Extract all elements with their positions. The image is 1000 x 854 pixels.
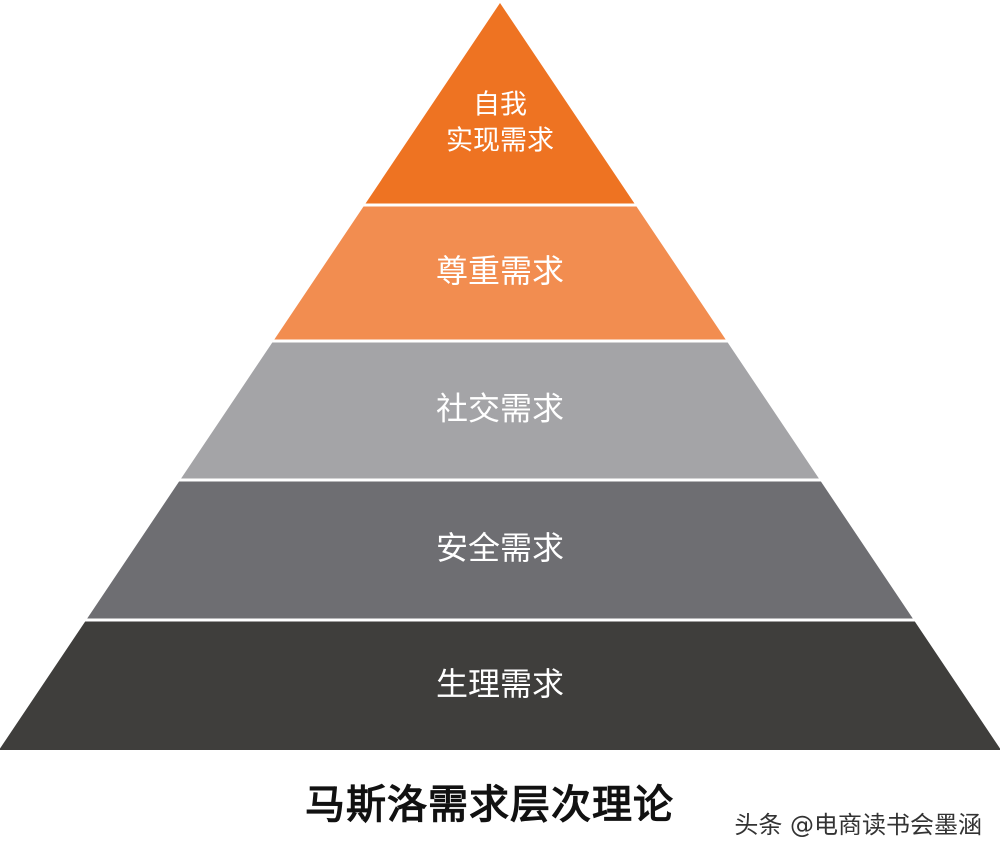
tier-esteem: 尊重需求: [274, 206, 726, 340]
tier-shape: [87, 481, 913, 619]
tier-label: 社交需求: [436, 390, 564, 428]
watermark-text: 头条 @电商读书会墨涵: [734, 811, 982, 839]
tier-label: 实现需求: [446, 126, 554, 157]
tier-safety: 安全需求: [87, 481, 913, 619]
tier-social: 社交需求: [181, 342, 819, 479]
tier-label: 生理需求: [436, 665, 564, 703]
tier-shape: [0, 621, 1000, 750]
tier-label: 自我: [473, 90, 527, 121]
tier-shape: [365, 3, 635, 204]
tier-shape: [274, 206, 726, 340]
tier-label: 安全需求: [436, 529, 564, 567]
diagram-caption: 马斯洛需求层次理论: [305, 782, 674, 828]
tier-shape: [181, 342, 819, 479]
tier-label: 尊重需求: [436, 252, 564, 290]
tier-physiological: 生理需求: [0, 621, 1000, 750]
